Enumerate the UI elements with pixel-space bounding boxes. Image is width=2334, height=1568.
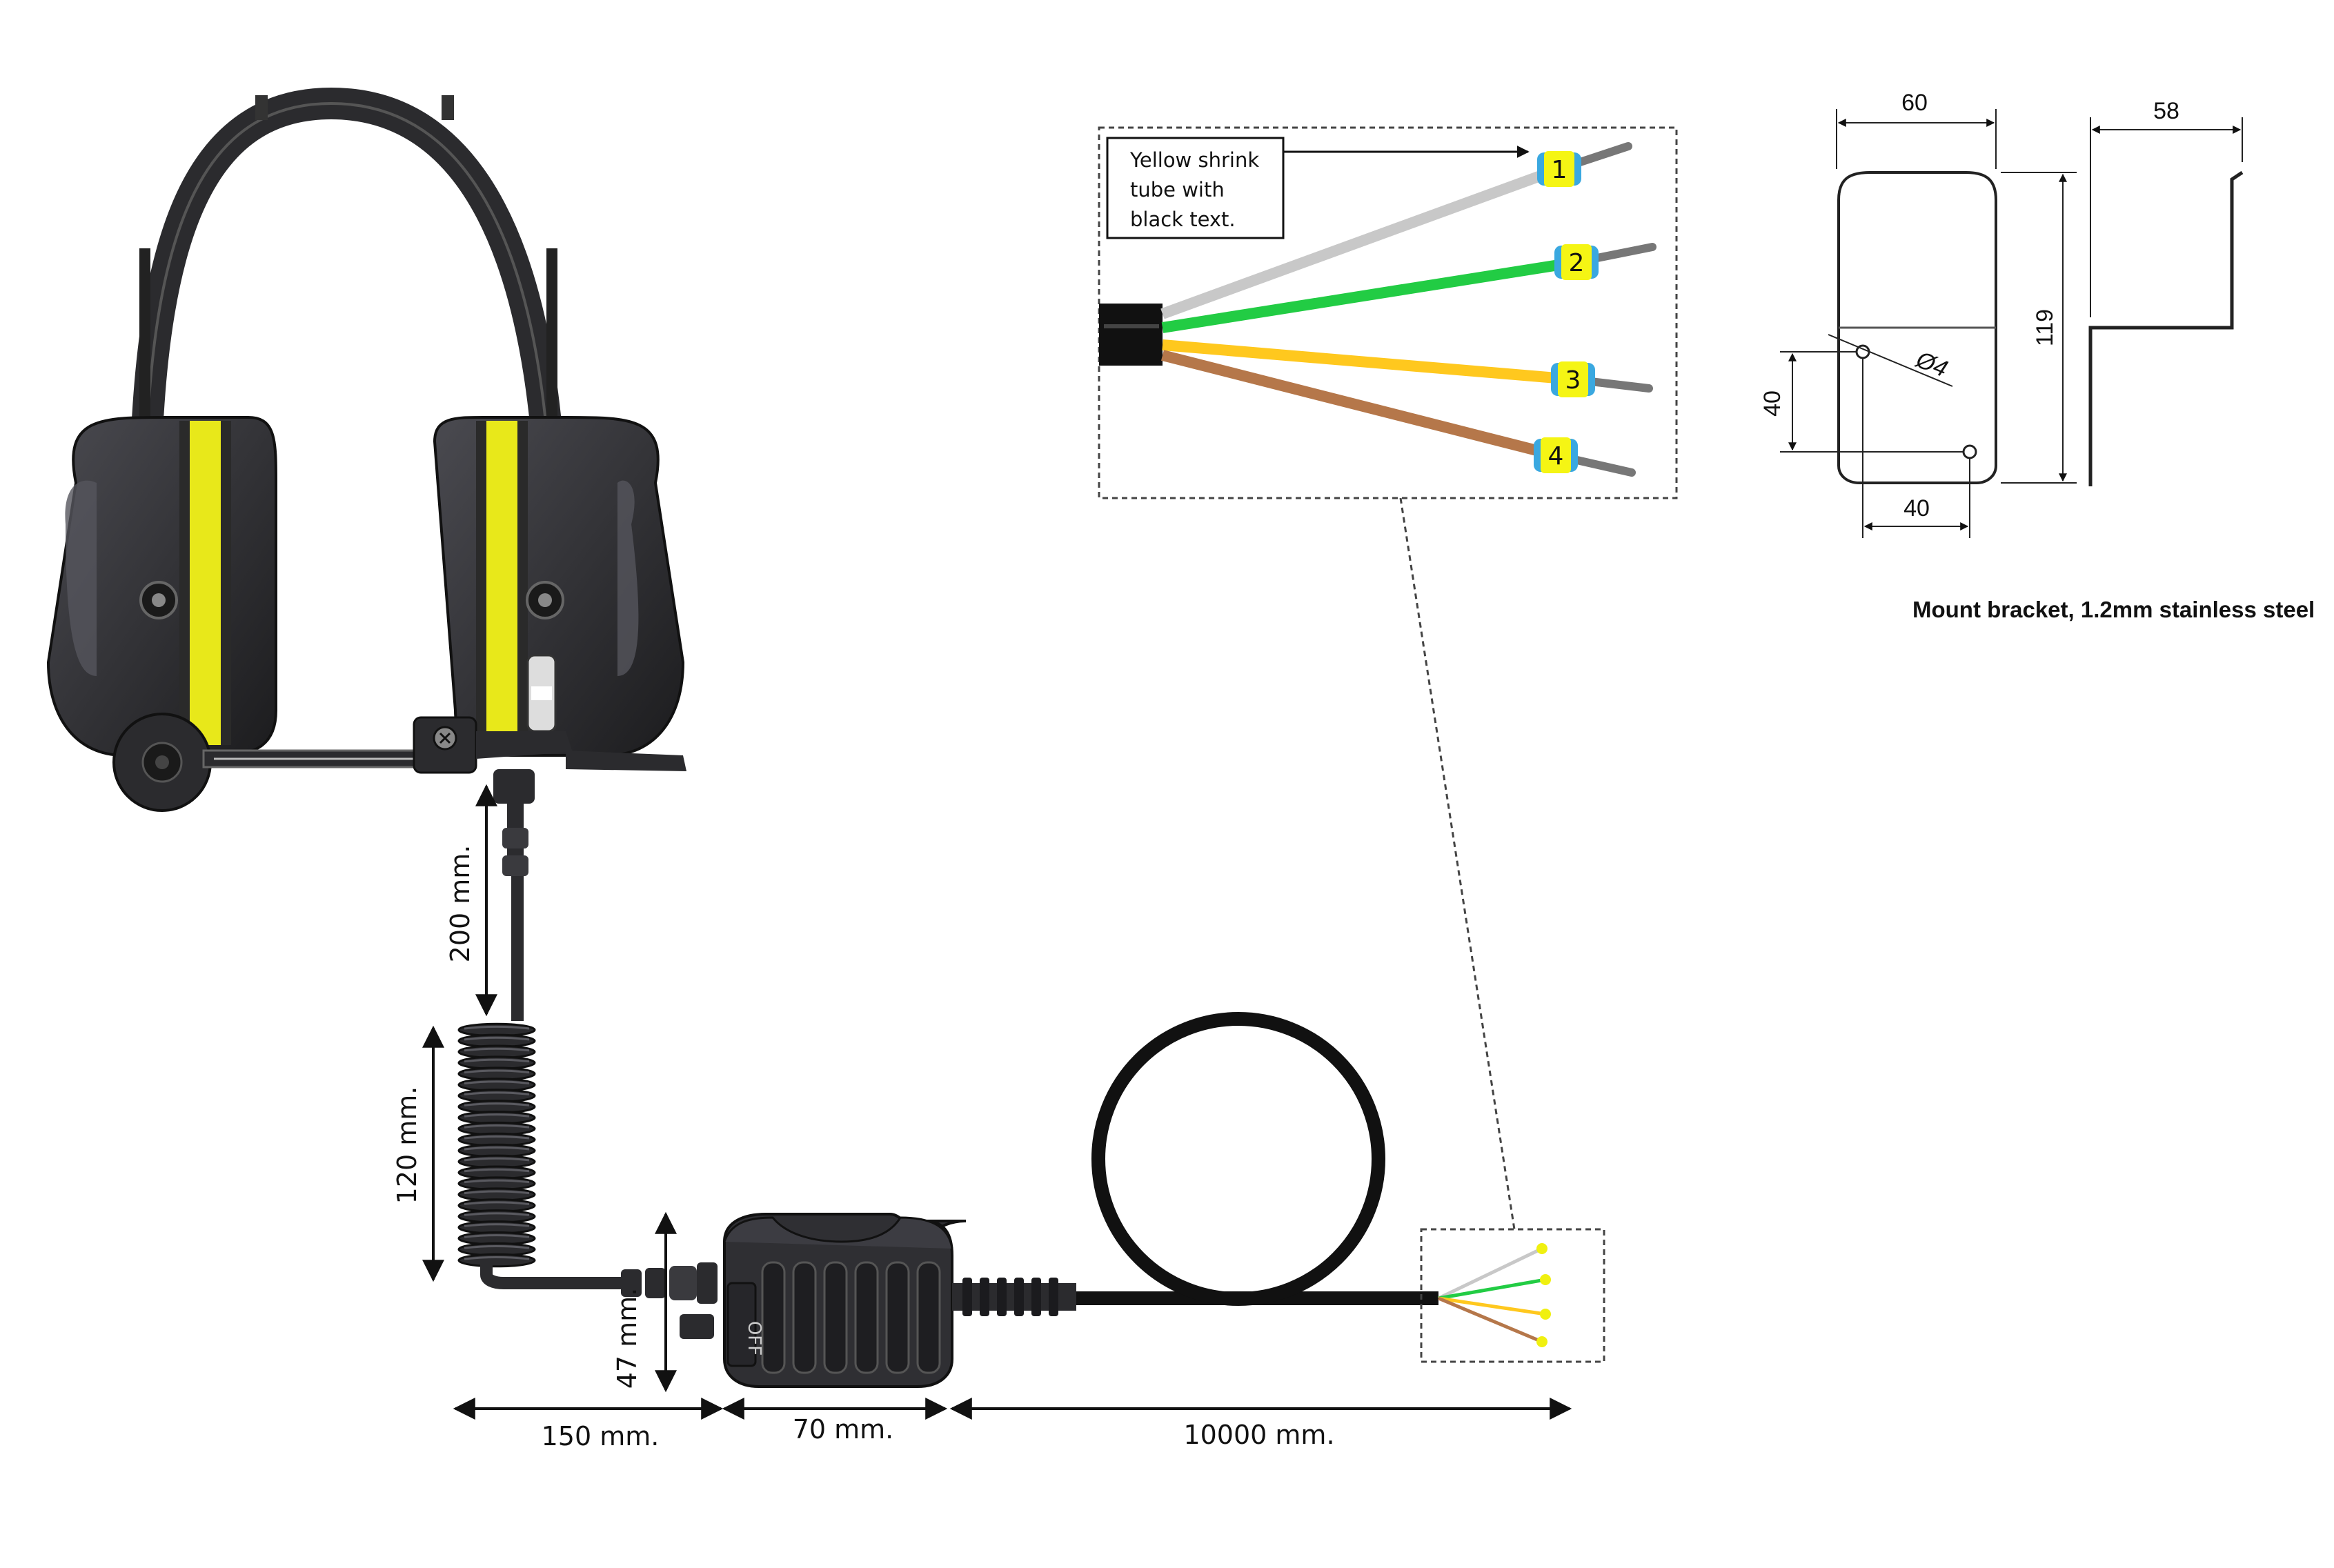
main-cable	[952, 1012, 1438, 1316]
coil-highlight	[464, 1223, 530, 1227]
dim-label-70: 70 mm.	[793, 1414, 894, 1445]
right-yellow-band	[486, 421, 517, 745]
coil-highlight	[464, 1102, 530, 1106]
coil-highlight	[464, 1168, 530, 1173]
cable-jacket	[1099, 304, 1163, 366]
note-line-2: tube with	[1130, 178, 1225, 201]
coil-highlight	[464, 1080, 530, 1084]
mount-bracket-drawing: 60 119 40 40 Ø4 58 Mount bracket, 1.2mm …	[1759, 90, 2315, 622]
coil-highlight	[464, 1124, 530, 1129]
wire-label-2: 2	[1569, 249, 1585, 277]
bracket-width-label: 60	[1901, 90, 1928, 116]
coil-highlight	[464, 1212, 530, 1216]
cable-loop	[1091, 1012, 1385, 1306]
dim-label-10000: 10000 mm.	[1183, 1420, 1334, 1450]
shrink-tube-3	[1558, 361, 1588, 397]
bracket-front-view	[1837, 171, 1997, 484]
note-line-3: black text.	[1130, 208, 1236, 231]
coil-highlight	[464, 1091, 530, 1095]
coil-highlight	[464, 1179, 530, 1184]
coil-highlight	[464, 1036, 530, 1041]
bracket-hole-diameter-label: Ø4	[1912, 346, 1951, 383]
wire-label-4: 4	[1548, 442, 1564, 470]
note-line-1: Yellow shrink	[1129, 148, 1259, 172]
bracket-caption: Mount bracket, 1.2mm stainless steel	[1912, 597, 2315, 622]
wire-label-3: 3	[1565, 366, 1581, 395]
headset	[46, 87, 686, 876]
dim-label-150: 150 mm.	[542, 1421, 660, 1451]
wire-3	[1162, 339, 1574, 385]
left-yellow-band	[190, 421, 221, 745]
headset-connector	[493, 769, 535, 804]
bracket-depth-label: 58	[2153, 98, 2179, 124]
dim-label-47: 47 mm.	[612, 1288, 642, 1389]
control-box-ribs	[761, 1261, 941, 1374]
coil-highlight	[464, 1190, 530, 1195]
shrink-tube-4	[1541, 437, 1571, 473]
dim-label-120: 120 mm.	[392, 1086, 422, 1204]
coil-highlight	[464, 1058, 530, 1063]
right-ear-cup	[433, 415, 685, 757]
wire-1	[1160, 163, 1561, 319]
coil-highlight	[464, 1047, 530, 1052]
boom-microphone	[112, 713, 686, 812]
coil-highlight	[464, 1256, 530, 1260]
left-ear-cup	[46, 415, 277, 757]
coil-to-box-cable	[480, 1262, 642, 1289]
dim-label-200: 200 mm.	[445, 845, 475, 963]
coil-highlight	[464, 1157, 530, 1162]
bracket-hole-spacing-h-label: 40	[1903, 495, 1930, 522]
wire-4	[1161, 350, 1557, 461]
bracket-hole-bottom	[1962, 444, 1977, 459]
coil-loop	[457, 1253, 536, 1268]
coil-highlight	[464, 1234, 530, 1238]
shrink-tube-2	[1561, 244, 1592, 280]
wire-label-1: 1	[1552, 156, 1567, 184]
shrink-tube-1	[1544, 151, 1574, 187]
bracket-height-label: 119	[2032, 309, 2058, 346]
coil-highlight	[464, 1245, 530, 1249]
wire-2	[1161, 257, 1578, 333]
detail-marker-box	[1420, 1228, 1605, 1363]
cable-end-small	[1420, 1228, 1605, 1363]
coil-highlight	[464, 1113, 530, 1118]
coil-highlight	[464, 1201, 530, 1205]
detail-leader-line	[1399, 497, 1516, 1230]
coil-highlight	[464, 1135, 530, 1140]
switch-knob	[680, 1314, 714, 1339]
wire-detail: 1 2 3 4 Yellow shrink tube with black text.	[1098, 126, 1678, 499]
coil-highlight	[464, 1025, 530, 1030]
dimension-lines: 200 mm. 120 mm. 47 mm. 150 mm. 70 mm. 10…	[392, 784, 1572, 1451]
coil-highlight	[464, 1069, 530, 1074]
coiled-cable	[457, 1022, 536, 1268]
bracket-side-view	[2088, 170, 2244, 486]
bracket-hole-spacing-v-label: 40	[1759, 390, 1786, 417]
coil-highlight	[464, 1146, 530, 1151]
switch-label: OFF	[744, 1321, 764, 1356]
shrink-tube-note-box	[1106, 137, 1285, 239]
control-box: OFF	[680, 1213, 967, 1388]
